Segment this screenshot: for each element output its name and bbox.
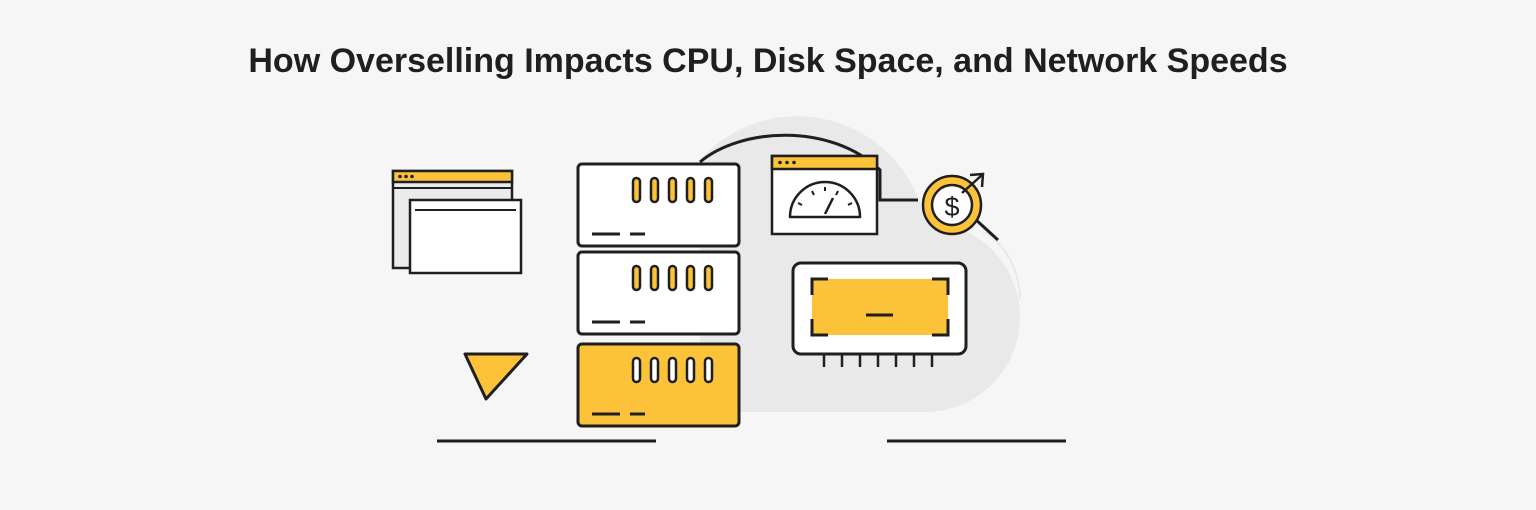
page-title: How Overselling Impacts CPU, Disk Space,… xyxy=(248,42,1288,80)
dollar-magnifier-icon: $ xyxy=(921,172,1000,242)
svg-text:$: $ xyxy=(944,192,959,222)
browser-windows-icon xyxy=(391,169,523,275)
speedometer-window-icon xyxy=(770,154,879,236)
cpu-chip-icon xyxy=(791,261,968,367)
server-rack-icon xyxy=(576,162,741,428)
server-unit-middle xyxy=(576,250,741,336)
server-unit-top xyxy=(576,162,741,248)
server-unit-bottom xyxy=(576,342,741,428)
filter-funnel-icon xyxy=(463,352,529,401)
